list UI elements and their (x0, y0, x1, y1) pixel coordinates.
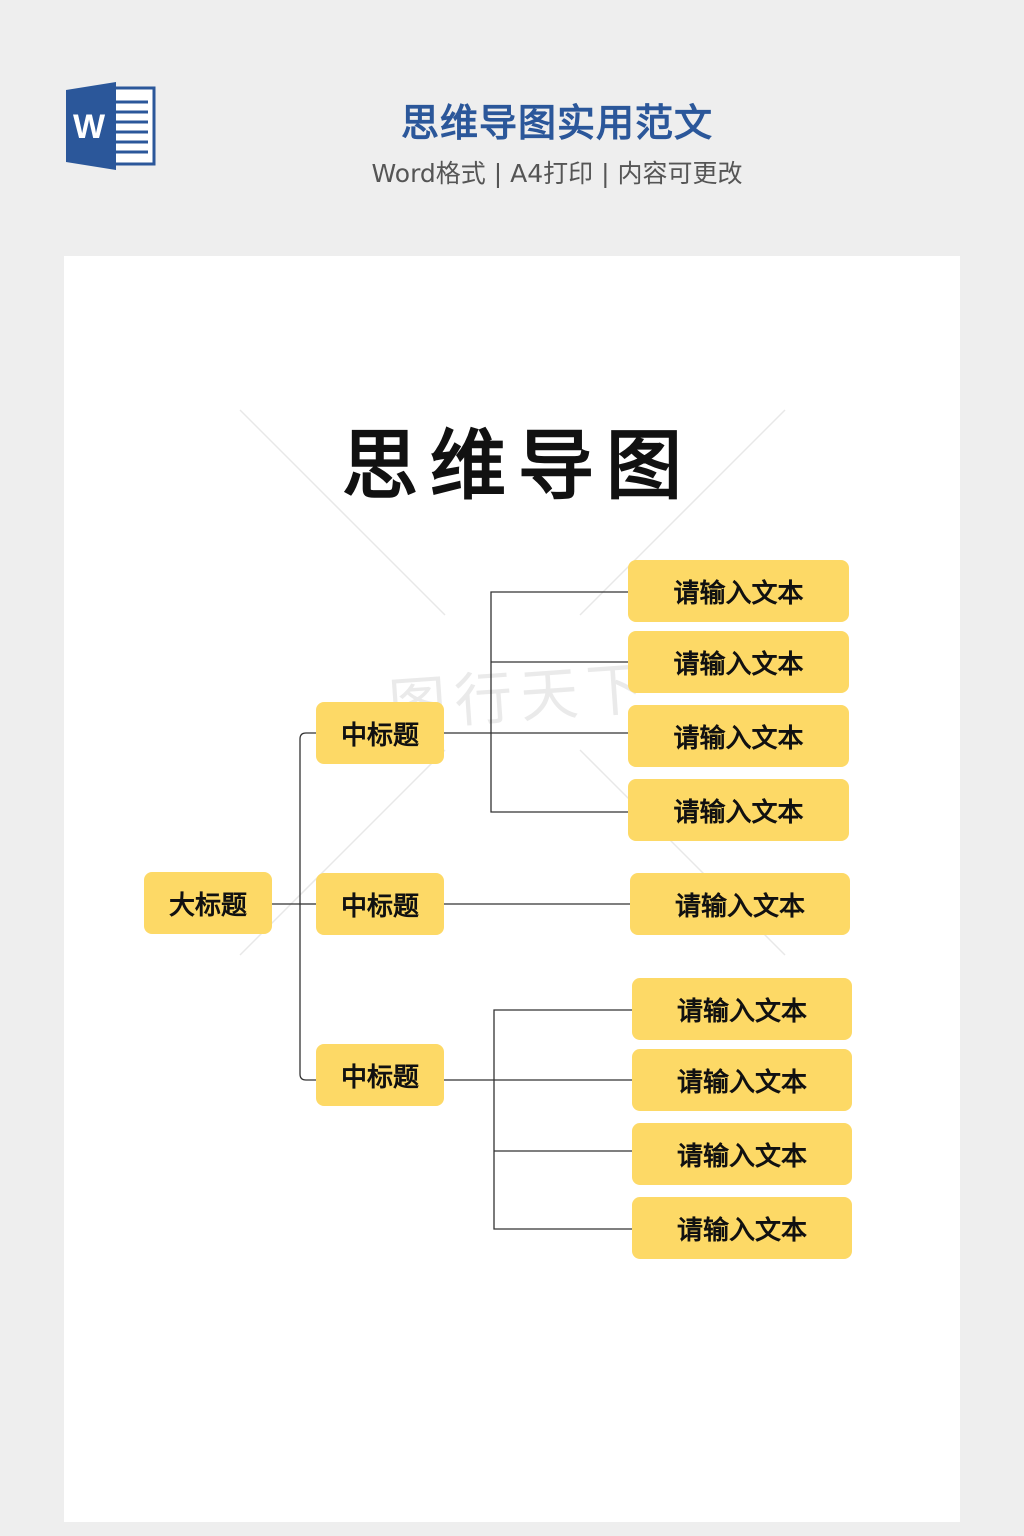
leaf-node[interactable]: 请输入文本 (628, 560, 849, 622)
document-title: 思维导图 (342, 421, 694, 510)
leaf-node[interactable]: 请输入文本 (632, 1049, 852, 1111)
leaf-node[interactable]: 请输入文本 (632, 1197, 852, 1259)
connector-branch-1-spine (490, 591, 628, 813)
mid-node-1[interactable]: 中标题 (316, 702, 444, 764)
mid-node-3[interactable]: 中标题 (316, 1044, 444, 1106)
svg-text:W: W (73, 108, 106, 146)
leaf-node[interactable]: 请输入文本 (628, 779, 849, 841)
leaf-node[interactable]: 请输入文本 (630, 873, 850, 935)
connector-branch-3-spine (493, 1009, 632, 1230)
header-title: 思维导图实用范文 (400, 101, 713, 145)
header-subtitle: Word格式 | A4打印 | 内容可更改 (371, 159, 743, 188)
root-node[interactable]: 大标题 (144, 872, 272, 934)
leaf-node[interactable]: 请输入文本 (632, 1123, 852, 1185)
word-document-icon: W (66, 82, 156, 170)
leaf-node[interactable]: 请输入文本 (628, 631, 849, 693)
header: W 思维导图实用范文 Word格式 | A4打印 | 内容可更改 (0, 0, 1024, 256)
mid-node-2[interactable]: 中标题 (316, 873, 444, 935)
leaf-node[interactable]: 请输入文本 (628, 705, 849, 767)
connector-spine (299, 732, 316, 1081)
leaf-node[interactable]: 请输入文本 (632, 978, 852, 1040)
